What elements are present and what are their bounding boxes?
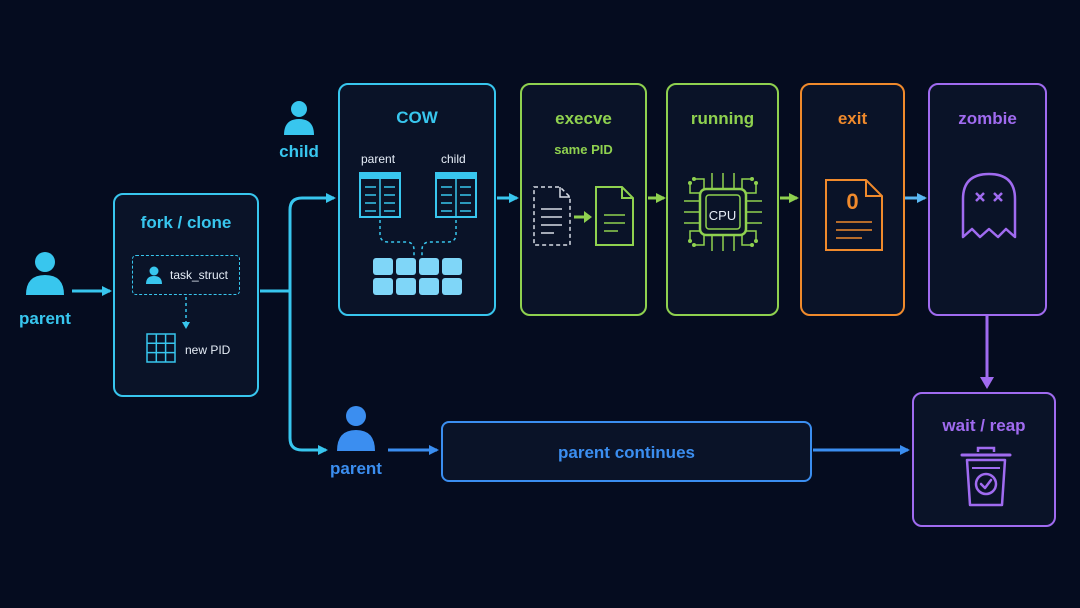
parent-page-table-icon: [359, 172, 401, 218]
child-label: child: [279, 142, 319, 161]
zombie-box: zombie: [928, 83, 1047, 316]
cow-parent-label: parent: [361, 152, 396, 166]
exit-title: exit: [837, 109, 868, 128]
task-struct-label: task_struct: [170, 268, 229, 282]
arrow-zombie-to-reap: [980, 316, 994, 389]
image-replace-icon: [533, 186, 634, 246]
fork-clone-title: fork / clone: [140, 213, 232, 232]
trash-can-icon: [960, 446, 1012, 507]
child-page-table-icon: [435, 172, 477, 218]
parent-continue-person-icon: [337, 406, 375, 451]
cow-child-label: child: [441, 152, 466, 166]
arrow-fork-branch: [260, 193, 336, 455]
shared-memory-pages-icon: [373, 258, 462, 295]
running-box: running CPU: [666, 83, 779, 316]
task-struct-box: task_struct: [132, 255, 240, 295]
shared-pages-links: [379, 220, 457, 258]
execve-subtitle: same PID: [554, 142, 613, 157]
parent-continues-label: parent continues: [558, 443, 695, 462]
running-title: running: [690, 109, 755, 128]
exit-code-label: 0: [846, 189, 859, 214]
new-pid-label: new PID: [185, 343, 231, 357]
execve-box: execve same PID: [520, 83, 647, 316]
cpu-label: CPU: [708, 208, 737, 223]
cpu-chip-icon: [684, 173, 762, 251]
ghost-icon: [961, 172, 1017, 239]
fork-clone-box: fork / clone task_struct new PID: [113, 193, 259, 397]
execve-title: execve: [555, 109, 612, 128]
task-struct-person-icon: [146, 266, 162, 284]
cow-box: COW parent child: [338, 83, 496, 316]
exit-code-document-icon: [825, 179, 883, 251]
wait-reap-title: wait / reap: [942, 416, 1026, 435]
cow-title: COW: [396, 108, 438, 127]
parent-continues-box: parent continues: [441, 421, 812, 482]
wait-reap-box: wait / reap: [912, 392, 1056, 527]
parent-label: parent: [19, 309, 71, 328]
task-struct-down-arrow: [182, 297, 190, 329]
zombie-title: zombie: [958, 109, 1017, 128]
exit-box: exit 0: [800, 83, 905, 316]
parent-continue-label: parent: [330, 459, 382, 478]
child-person-icon: [284, 101, 314, 135]
pid-grid-icon: [146, 333, 176, 363]
parent-person-icon: [26, 252, 64, 295]
